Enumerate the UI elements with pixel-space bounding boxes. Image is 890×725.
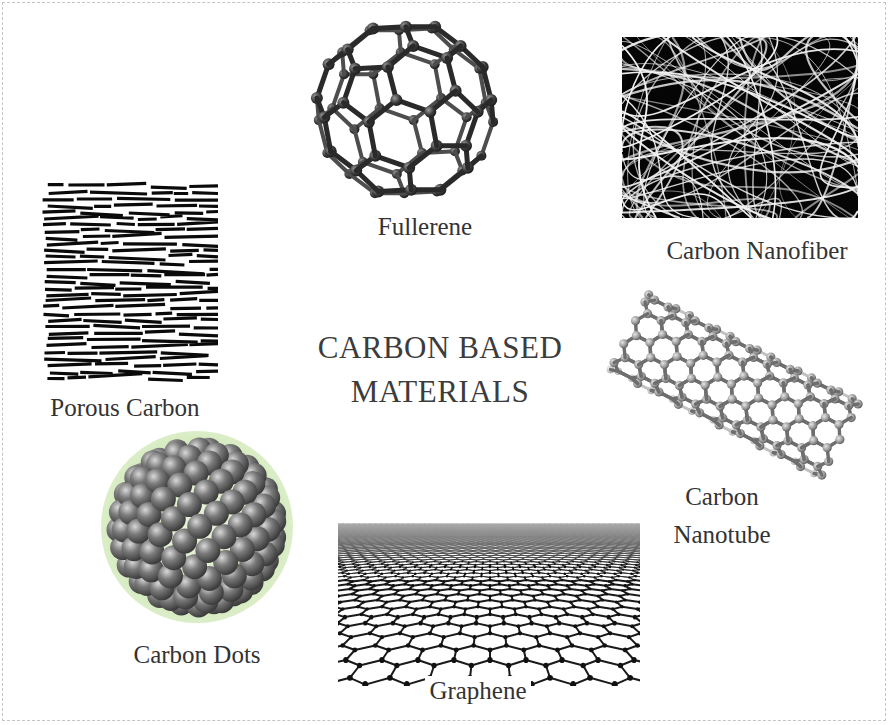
nanotube-atom [794,399,803,408]
nanofiber-strand [755,37,795,218]
nanofiber-strand [736,37,839,218]
fullerene-atom [424,106,436,118]
nanotube-atom [795,414,804,423]
nanotube-atom [780,392,789,401]
nanotube-atom [782,422,791,431]
nanofiber-strand [622,74,858,147]
nanotube-atom [631,316,640,325]
fullerene-figure [311,21,498,198]
nanofiber-strand [779,64,858,218]
graphene-fade [336,496,642,566]
nanotube-atom [686,359,695,368]
nanofiber-strand [622,37,855,212]
nanotube-atom [741,402,750,411]
graphene-atoms [338,561,640,687]
nanofiber-strand [740,37,859,70]
carbon-dots-figure [101,431,293,623]
material-label: Carbon Dots [130,640,265,670]
nanotube-atom [645,338,654,347]
nanotube-atom [754,393,763,402]
nanotube-atom [660,360,669,369]
nanotube-bond [618,371,632,378]
nanofiber-strand [622,215,721,218]
nanotube-atom [619,339,628,348]
material-label: Carbon Nanofiber [662,236,851,266]
nanotube-atom [687,374,696,383]
nanotube-bond [618,371,632,378]
nanofiber-strand [622,60,858,123]
nanotube-atom [808,421,817,430]
nanotube-atom [727,380,736,389]
nanotube-atom [834,420,843,429]
nanotube-atom [768,400,777,409]
nanotube-atom [728,395,737,404]
fullerene-bond [414,120,423,153]
fullerene-bond [481,122,493,156]
dot-sphere [195,538,220,563]
material-label: Carbon Nanotube [647,478,797,554]
nanotube-atom [753,378,762,387]
nanofiber-strand [622,113,751,218]
material-label: Graphene [425,676,530,706]
dot-sphere [177,492,202,517]
fullerene-bond [354,129,363,162]
nanotube-atom [701,381,710,390]
nanofiber-figure [584,3,890,250]
nanotube-atom [646,353,655,362]
nanofiber-strand [622,186,858,216]
dot-halo [101,431,293,623]
nanotube-atom [809,436,818,445]
fullerene-bond [435,64,441,98]
porous-carbon-figure [43,183,219,380]
nanofiber-strand [668,37,859,157]
nanotube-atom [672,337,681,346]
nanotube-atom [673,352,682,361]
nanotube-atom [699,351,708,360]
fullerene-atom [390,94,402,106]
nanotube-atom [821,413,830,422]
nanotube-atom [823,443,832,452]
nanofiber-strand [663,37,858,168]
nanofiber-strand [820,37,858,187]
material-label: Porous Carbon [46,393,203,423]
nanofiber-strand [622,48,858,78]
nanofiber-strand [622,190,781,218]
nanotube-atom [713,373,722,382]
graphitic-layers [43,183,219,380]
diagram-title: CARBON BASED MATERIALS [280,326,600,414]
nanofiber-strand [690,37,859,63]
nanotube-atom [768,415,777,424]
fullerene-bond [373,74,379,108]
nanofiber-strand [698,37,859,69]
dot-sphere [187,514,212,539]
nanotube-bond [618,371,632,378]
nanotube-atom [739,372,748,381]
nanotube-atom [658,330,667,339]
nanotube-atom [632,331,641,340]
material-label: Fullerene [374,212,476,242]
nanotube-figure [607,290,863,480]
nanotube-bond [618,371,632,378]
nanofiber-strand [622,135,856,218]
nanotube-atom [712,358,721,367]
nanofiber-strands [622,37,858,218]
nanotube-atom [835,435,844,444]
